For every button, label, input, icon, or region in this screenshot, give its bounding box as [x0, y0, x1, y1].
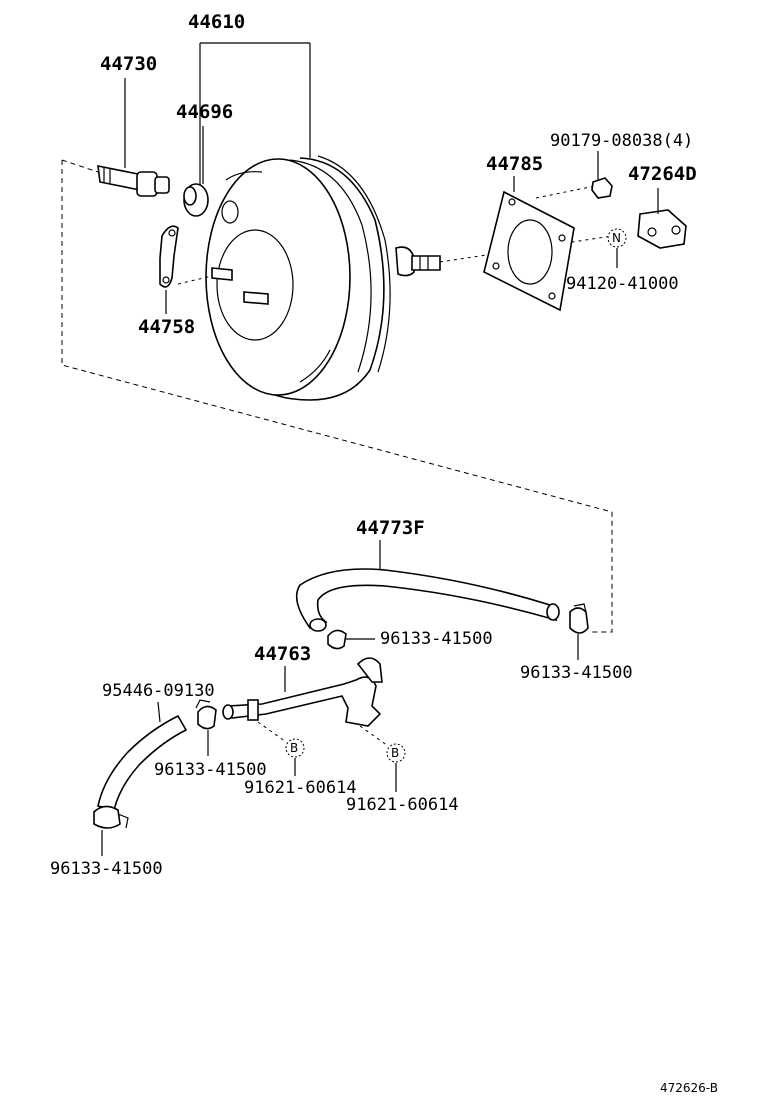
label-44773F: 44773F	[356, 517, 425, 539]
label-44763: 44763	[254, 643, 311, 665]
clip-bottom-part	[93, 805, 129, 829]
bracket-part	[637, 209, 687, 249]
lower-hose-part	[97, 714, 188, 811]
centerline	[177, 275, 213, 285]
label-44610: 44610	[188, 11, 245, 33]
label-91621-60614-b: 91621-60614	[346, 795, 459, 815]
label-44696: 44696	[176, 101, 233, 123]
clip-middle-part	[327, 629, 347, 650]
phantom-line-top	[61, 159, 99, 173]
hose-pipe-part	[222, 657, 383, 727]
label-96133-41500-a: 96133-41500	[380, 629, 493, 649]
figure-reference: 472626-B	[660, 1081, 718, 1095]
label-91621-60614-a: 91621-60614	[244, 778, 357, 798]
label-90179-08038: 90179-08038(4)	[550, 131, 693, 151]
bolt-marker-a	[285, 738, 305, 758]
bolt-marker-a-text: B	[290, 741, 298, 755]
bolt-marker-b-text: B	[391, 746, 399, 760]
nut-part	[591, 177, 613, 199]
washer-nut-marker	[607, 228, 627, 248]
bolt-dotted-b	[359, 725, 389, 747]
label-95446-09130: 95446-09130	[102, 681, 215, 701]
gasket-part	[483, 190, 575, 312]
label-96133-41500-c: 96133-41500	[154, 760, 267, 780]
bolt-dotted-a	[257, 721, 287, 743]
bolt-marker-b	[386, 743, 406, 763]
centerline-nut	[535, 185, 596, 199]
label-47264D: 47264D	[628, 163, 697, 185]
phantom-outline	[61, 160, 613, 633]
leader-lines	[101, 42, 659, 856]
label-44758: 44758	[138, 316, 195, 338]
clip-right-part	[569, 603, 589, 634]
brake-booster-part	[205, 155, 441, 401]
label-44785: 44785	[486, 153, 543, 175]
clip-lower-left-part	[195, 699, 217, 730]
label-96133-41500-b: 96133-41500	[520, 663, 633, 683]
label-44730: 44730	[100, 53, 157, 75]
grommet-part	[183, 183, 209, 217]
label-96133-41500-d: 96133-41500	[50, 859, 163, 879]
upper-hose-part	[295, 568, 560, 632]
check-valve-part	[97, 164, 170, 197]
label-94120-41000: 94120-41000	[566, 274, 679, 294]
washer-nut-marker-text: N	[612, 231, 621, 245]
bracket-plate-part	[159, 225, 179, 288]
